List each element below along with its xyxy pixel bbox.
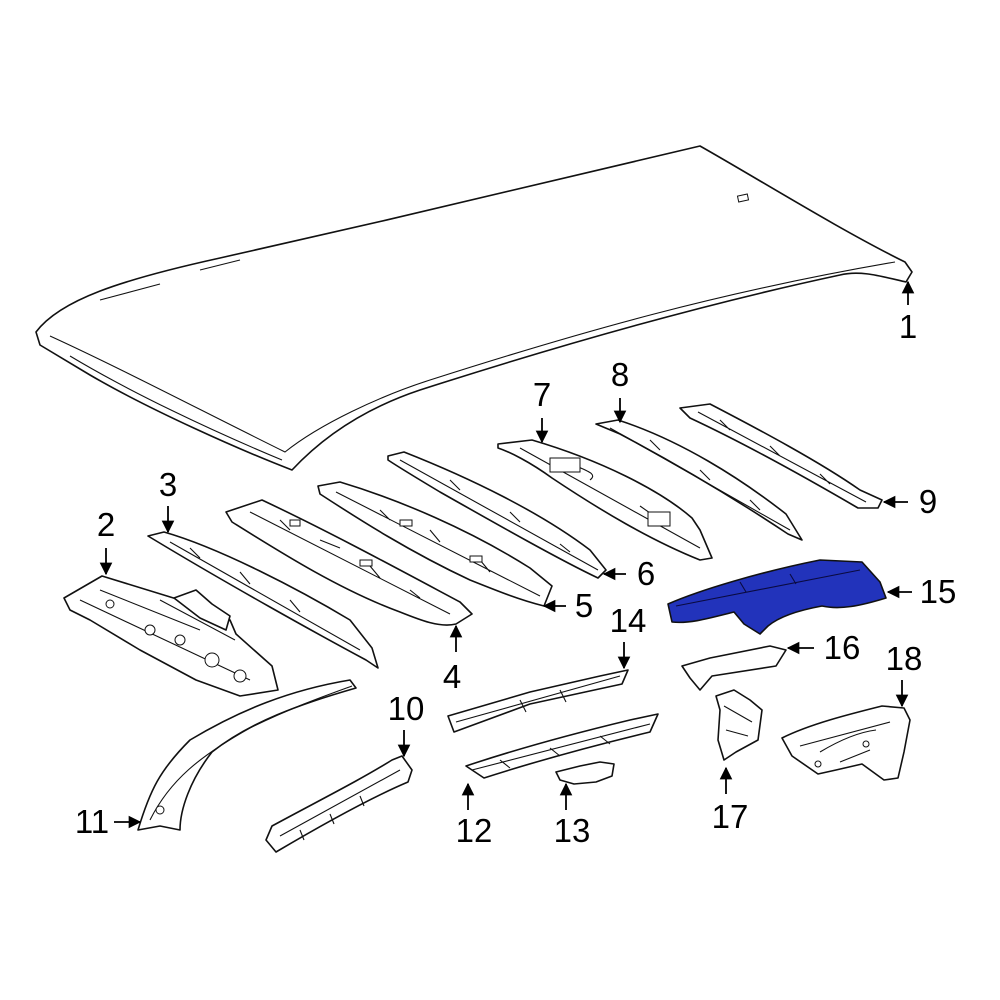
part-3-roof-bow[interactable] xyxy=(147,531,379,669)
part-2-front-header-bracket[interactable] xyxy=(63,575,279,697)
callout-11: 11 xyxy=(75,803,109,840)
callout-10: 10 xyxy=(388,690,425,727)
part-7-roof-bow[interactable] xyxy=(497,439,713,561)
callout-12: 12 xyxy=(456,812,493,849)
callout-13: 13 xyxy=(554,812,591,849)
part-1-roof-panel[interactable] xyxy=(35,145,913,471)
part-12-side-rail-bracket[interactable] xyxy=(465,713,659,779)
callout-2: 2 xyxy=(97,506,115,543)
callout-9: 9 xyxy=(919,483,937,520)
callout-16: 16 xyxy=(824,629,861,666)
part-13-small-bracket[interactable] xyxy=(555,761,615,785)
callout-1: 1 xyxy=(899,308,917,345)
callout-18: 18 xyxy=(886,640,923,677)
callout-8: 8 xyxy=(611,356,629,393)
callout-labels: 1 2 3 4 5 6 7 8 9 10 11 12 13 14 15 16 1… xyxy=(75,308,956,849)
callout-15: 15 xyxy=(920,573,957,610)
part-6-roof-bow[interactable] xyxy=(387,451,607,579)
callout-7: 7 xyxy=(533,376,551,413)
part-15-highlighted-roof-bow[interactable] xyxy=(667,559,887,635)
callout-3: 3 xyxy=(159,466,177,503)
part-16-bracket[interactable] xyxy=(681,645,787,691)
callout-5: 5 xyxy=(575,587,593,624)
callout-14: 14 xyxy=(610,602,647,639)
leader-lines xyxy=(99,280,915,829)
part-18-rear-panel[interactable] xyxy=(781,705,911,781)
part-10-pillar-reinforcement[interactable] xyxy=(265,755,413,853)
part-14-roof-side-inner-rail[interactable] xyxy=(447,669,629,733)
callout-17: 17 xyxy=(712,798,749,835)
part-17-bracket[interactable] xyxy=(715,689,763,761)
part-9-roof-bow[interactable] xyxy=(679,403,883,509)
callout-4: 4 xyxy=(443,658,461,695)
callout-6: 6 xyxy=(637,555,655,592)
part-4-roof-bow[interactable] xyxy=(225,499,473,626)
part-11-roof-side-rail[interactable] xyxy=(137,679,357,831)
part-8-roof-bow[interactable] xyxy=(595,419,803,541)
part-5-roof-bow[interactable] xyxy=(317,481,553,607)
